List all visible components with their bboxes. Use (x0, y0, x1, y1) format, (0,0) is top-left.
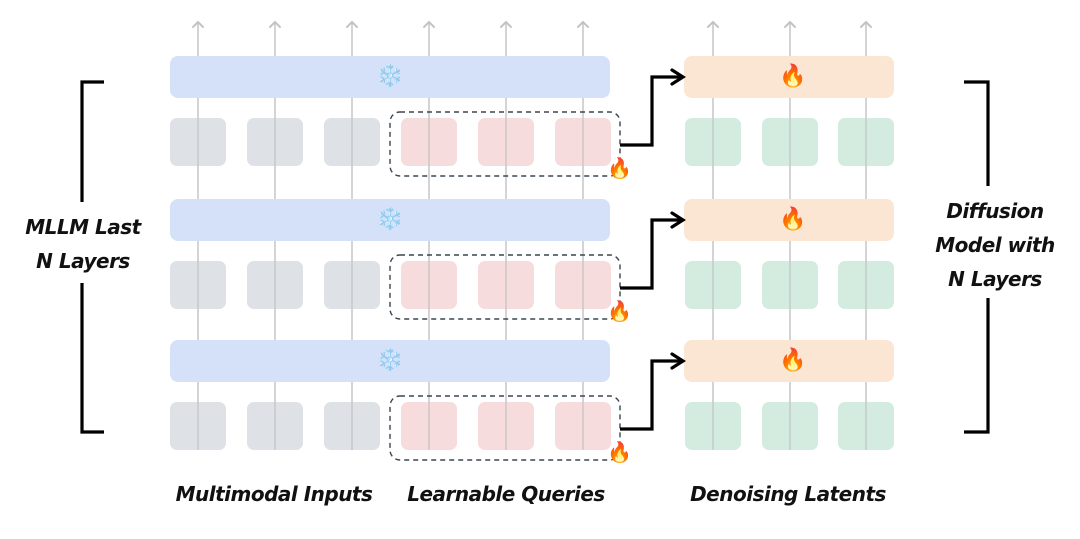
mllm-layer-3 (170, 340, 610, 382)
fire-icon: 🔥 (779, 348, 807, 373)
right-bracket-label: Diffusion Model with N Layers (920, 194, 1070, 296)
arrow-head (670, 211, 686, 229)
snowflake-icon: ❄️ (376, 207, 404, 232)
right-bracket-bottom (964, 298, 990, 434)
mllm-layer-1 (170, 56, 610, 98)
left-label-line-1: MLLM Last (25, 215, 141, 239)
diffusion-layer-1 (684, 56, 894, 98)
connector-arrows (389, 68, 686, 461)
query-to-diffusion-arrow (620, 75, 682, 147)
multimodal-inputs-label: Multimodal Inputs (175, 482, 373, 506)
brackets (80, 80, 990, 434)
mllm-layer-2 (170, 199, 610, 241)
right-label-line-3: N Layers (948, 267, 1042, 291)
left-bracket-bottom (80, 283, 104, 434)
left-label-line-2: N Layers (36, 249, 130, 273)
left-bracket-top (80, 80, 104, 202)
right-bracket-top (964, 80, 990, 186)
fire-icon: 🔥 (779, 64, 807, 89)
fire-icon: 🔥 (607, 156, 632, 180)
arrow-head (670, 68, 686, 86)
diffusion-layer-2 (684, 199, 894, 241)
right-label-line-1: Diffusion (946, 199, 1044, 223)
query-to-diffusion-arrow (620, 218, 682, 290)
query-to-diffusion-arrow (620, 359, 682, 431)
diffusion-layer-3 (684, 340, 894, 382)
fire-icon: 🔥 (607, 440, 632, 464)
snowflake-icon: ❄️ (376, 64, 404, 89)
fire-icon: 🔥 (607, 299, 632, 323)
arrow-head (670, 352, 686, 370)
layer-blocks (170, 56, 894, 450)
learnable-queries-label: Learnable Queries (407, 482, 605, 506)
right-label-line-2: Model with (935, 233, 1055, 257)
denoising-latents-label: Denoising Latents (690, 482, 886, 506)
snowflake-icon: ❄️ (376, 348, 404, 373)
left-bracket-label: MLLM Last N Layers (8, 210, 158, 278)
fire-icon: 🔥 (779, 207, 807, 232)
